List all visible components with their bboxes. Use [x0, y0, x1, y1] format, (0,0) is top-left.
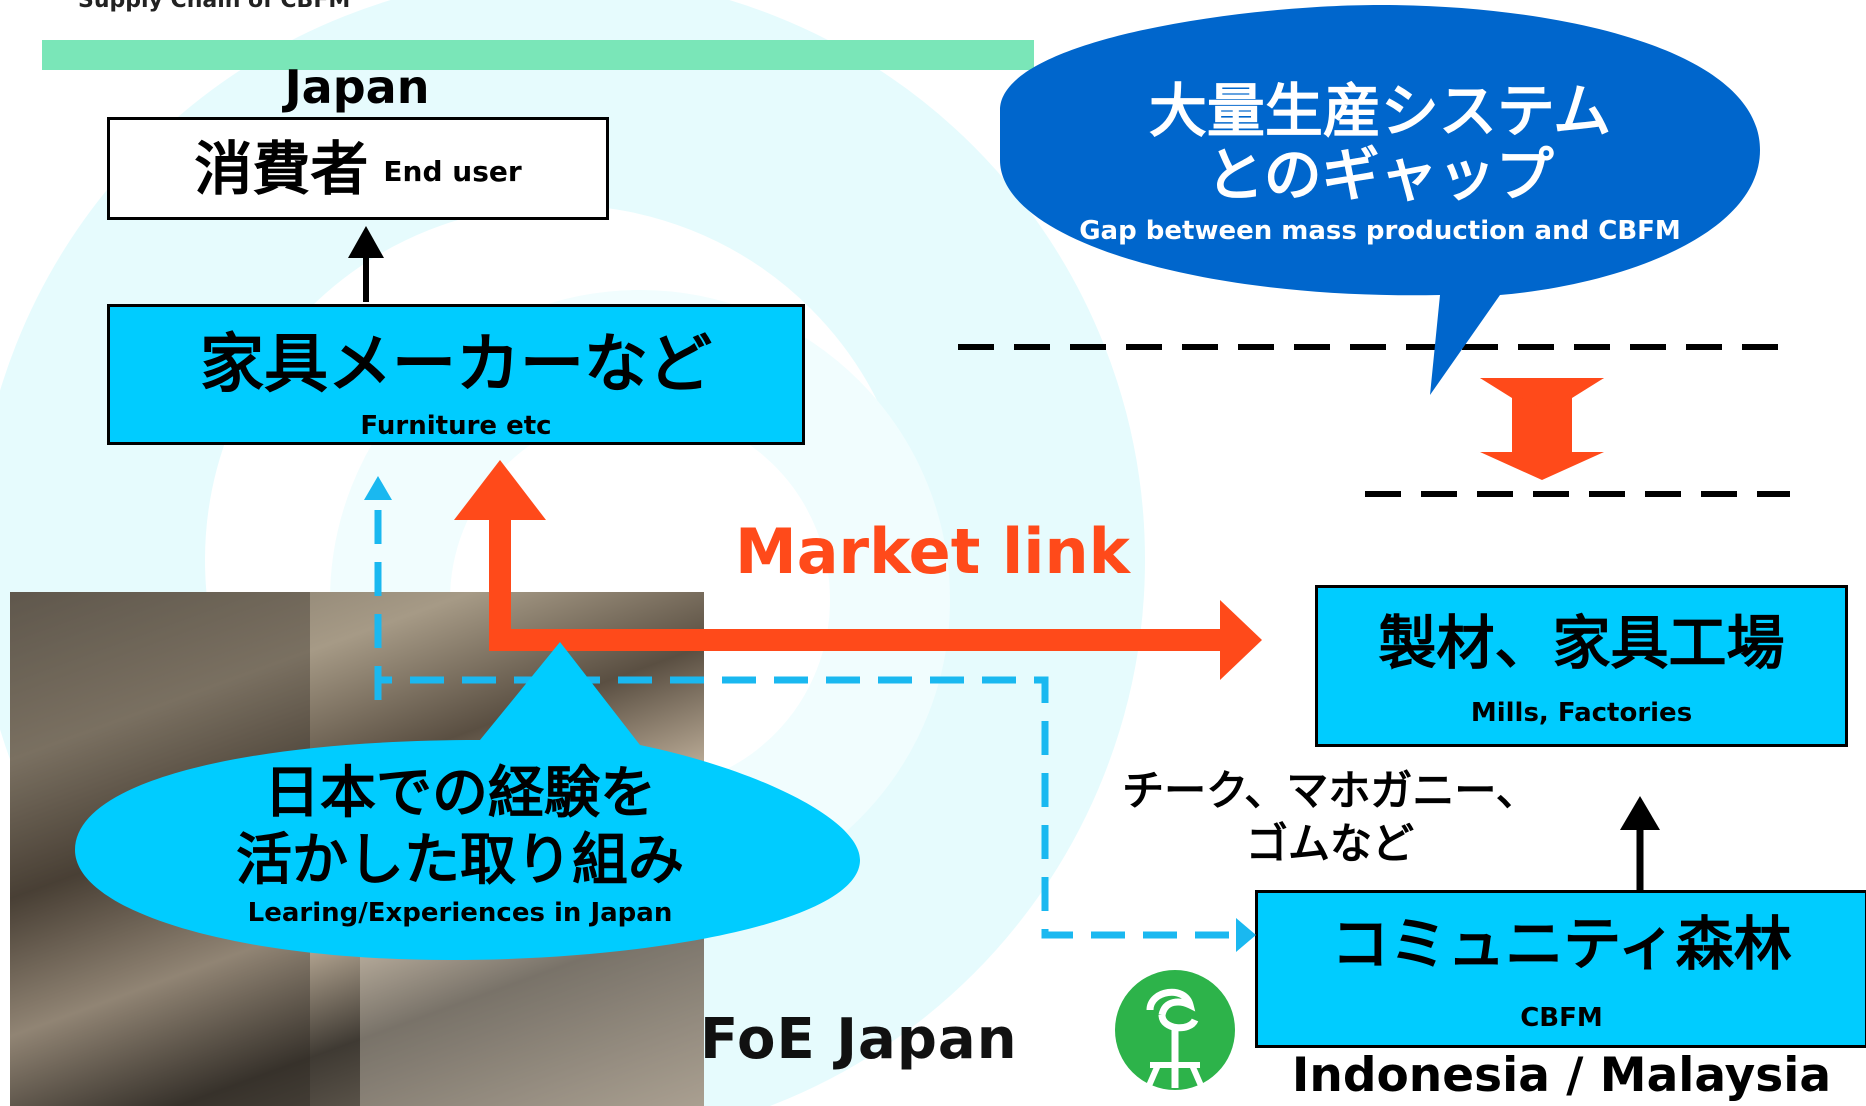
- end-user-box: 消費者 End user: [107, 117, 609, 220]
- mills-en: Mills, Factories: [1470, 698, 1693, 728]
- gap-en: Gap between mass production and CBFM: [1079, 215, 1681, 246]
- learning-line-1: 日本での経験を: [264, 761, 656, 826]
- foe-logo-icon: [1115, 970, 1235, 1090]
- mills-box: 製材、家具工場 Mills, Factories: [1315, 585, 1848, 747]
- japan-label: Japan: [284, 60, 430, 114]
- species-line-1: チーク、マホガニー、: [1122, 766, 1538, 815]
- learning-en: Learing/Experiences in Japan: [247, 898, 673, 929]
- end-user-en: End user: [383, 155, 522, 188]
- furniture-box: 家具メーカーなど Furniture etc: [107, 304, 805, 445]
- market-link-arrow: [489, 514, 1225, 651]
- market-link-head-right: [1220, 600, 1262, 680]
- gap-line-1: 大量生産システム: [1148, 77, 1612, 145]
- learning-head-right: [1236, 918, 1256, 952]
- mills-jp: 製材、家具工場: [1378, 609, 1785, 677]
- learning-head-up: [364, 476, 392, 500]
- market-link-head-up: [454, 460, 546, 520]
- market-link-label: Market link: [735, 515, 1130, 588]
- furniture-jp: 家具メーカーなど: [200, 328, 712, 402]
- end-user-jp: 消費者: [194, 135, 369, 203]
- learning-bubble-text: 日本での経験を 活かした取り組み Learing/Experiences in …: [150, 760, 770, 928]
- gap-line-2: とのギャップ: [1206, 140, 1554, 209]
- timber-species-label: チーク、マホガニー、 ゴムなど: [1090, 765, 1570, 870]
- gap-double-arrow: [1480, 378, 1604, 480]
- arrow-head-enduser: [348, 226, 384, 258]
- foe-japan-logo-text: FoE Japan: [700, 1007, 1018, 1072]
- arrow-head-mills: [1620, 796, 1660, 830]
- region-label: Indonesia / Malaysia: [1291, 1048, 1832, 1103]
- header-bar: [42, 40, 1034, 70]
- header-title: Supply Chain of CBFM: [78, 0, 351, 13]
- species-line-2: ゴムなど: [1245, 818, 1414, 868]
- cbfm-jp: コミュニティ森林: [1331, 910, 1792, 978]
- gap-bubble-text: 大量生産システム とのギャップ Gap between mass product…: [1015, 77, 1745, 246]
- cbfm-en: CBFM: [1520, 1003, 1603, 1033]
- furniture-en: Furniture etc: [360, 411, 552, 441]
- learning-line-2: 活かした取り組み: [236, 828, 684, 894]
- cbfm-box: コミュニティ森林 CBFM: [1255, 890, 1866, 1048]
